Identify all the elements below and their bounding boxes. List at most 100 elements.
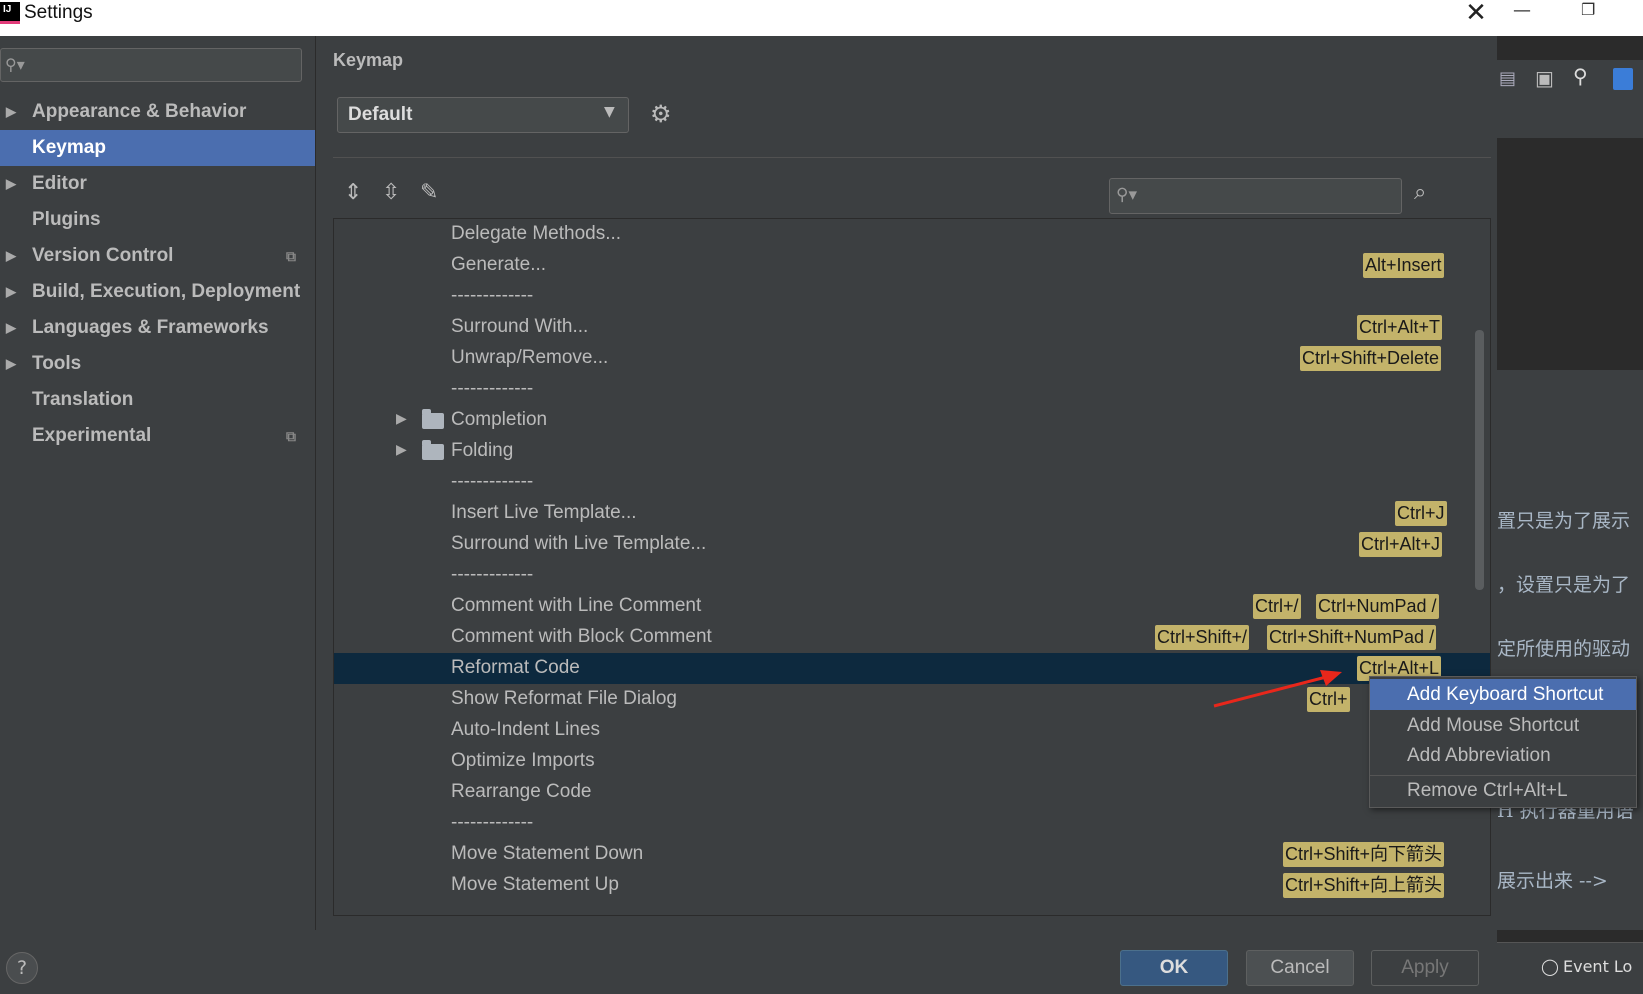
keymap-select[interactable]: Default ▼ <box>337 97 629 133</box>
context-menu: Add Keyboard Shortcut Add Mouse Shortcut… <box>1369 676 1637 808</box>
intellij-logo-icon: IJ <box>0 2 20 24</box>
shortcut-badge: Ctrl+Alt+T <box>1357 315 1443 340</box>
shortcut-badge: Ctrl+NumPad / <box>1316 594 1439 619</box>
expand-arrow-icon: ▶ <box>6 356 16 371</box>
table-row: ------------- <box>451 285 534 306</box>
settings-search-input[interactable]: ⚲▾ <box>0 48 302 82</box>
menu-item-add-mouse-shortcut[interactable]: Add Mouse Shortcut <box>1407 715 1580 736</box>
background-code-area <box>1497 400 1643 930</box>
apply-button[interactable]: Apply <box>1371 950 1479 986</box>
sidebar-item-build-execution-deployment[interactable]: ▶Build, Execution, Deployment <box>0 274 315 310</box>
table-row: ------------- <box>451 812 534 833</box>
search-icon: ⚲▾ <box>1116 185 1137 205</box>
background-code-line: 定所使用的驱动 <box>1497 638 1631 660</box>
table-row[interactable]: Surround with Live Template...Ctrl+Alt+J <box>334 529 1490 560</box>
project-structure-icon[interactable]: ▤ <box>1499 68 1517 89</box>
ok-button[interactable]: OK <box>1120 950 1228 986</box>
menu-item-add-keyboard-shortcut[interactable]: Add Keyboard Shortcut <box>1370 679 1636 710</box>
sidebar-item-version-control[interactable]: ▶Version Control⧉ <box>0 238 315 274</box>
gear-icon[interactable]: ⚙ <box>650 100 672 128</box>
keymap-select-value: Default <box>348 104 413 125</box>
table-row[interactable]: Surround With...Ctrl+Alt+T <box>334 312 1490 343</box>
collapse-all-icon[interactable]: ⇳ <box>382 180 401 205</box>
background-editor <box>1497 138 1643 368</box>
menu-item-remove-shortcut[interactable]: Remove Ctrl+Alt+L <box>1407 780 1568 801</box>
tree-scrollbar[interactable] <box>1475 330 1484 590</box>
expand-arrow-icon: ▶ <box>6 176 16 191</box>
table-row[interactable]: ▶Folding <box>396 440 514 461</box>
shortcut-badge: Ctrl+ <box>1307 687 1350 712</box>
table-row: ------------- <box>451 564 534 585</box>
sidebar-item-appearance-behavior[interactable]: ▶Appearance & Behavior <box>0 94 315 130</box>
table-row: ------------- <box>451 471 534 492</box>
menu-item-add-abbreviation[interactable]: Add Abbreviation <box>1407 745 1551 766</box>
project-level-icon: ⧉ <box>286 428 296 444</box>
expand-all-icon[interactable]: ⇕ <box>344 180 363 205</box>
menu-divider <box>1370 775 1636 776</box>
shortcut-badge: Ctrl+Shift+NumPad / <box>1267 625 1437 650</box>
keymap-action-tree: Delegate Methods... Generate...Alt+Inser… <box>333 218 1491 916</box>
background-code-line: 展示出来 --> <box>1497 870 1608 892</box>
background-code-line: ，设置只是为了 <box>1497 574 1631 596</box>
expand-arrow-icon: ▶ <box>6 320 16 335</box>
project-level-icon: ⧉ <box>286 248 296 264</box>
table-row[interactable]: Auto-Indent Lines <box>451 719 600 740</box>
expand-arrow-icon: ▶ <box>6 104 16 119</box>
title-bar: IJ Settings ✕ <box>0 0 1497 36</box>
sidebar-item-languages-frameworks[interactable]: ▶Languages & Frameworks <box>0 310 315 346</box>
table-row[interactable]: ▶Completion <box>396 409 548 430</box>
window-title: Settings <box>24 2 93 23</box>
expand-arrow-icon[interactable]: ▶ <box>396 411 407 427</box>
search-icon: ⚲▾ <box>5 55 25 74</box>
expand-arrow-icon[interactable]: ▶ <box>396 442 407 458</box>
shortcut-badge: Ctrl+Shift+/ <box>1155 625 1250 650</box>
chevron-down-icon: ▼ <box>604 104 615 120</box>
table-row[interactable]: Delegate Methods... <box>451 223 622 244</box>
divider <box>333 157 1491 158</box>
close-button[interactable]: ✕ <box>1465 0 1487 28</box>
sidebar-item-plugins[interactable]: Plugins <box>32 209 101 230</box>
shortcut-badge: Ctrl+Alt+J <box>1359 532 1443 557</box>
expand-arrow-icon: ▶ <box>6 248 16 263</box>
cancel-button[interactable]: Cancel <box>1246 950 1354 986</box>
background-toolbar: ▤ ▣ ⚲ <box>1497 60 1643 100</box>
shortcut-badge: Ctrl+/ <box>1253 594 1301 619</box>
shortcut-badge: Ctrl+Shift+向上箭头 <box>1283 873 1445 898</box>
table-row[interactable]: Optimize Imports <box>451 750 595 771</box>
table-row[interactable]: Insert Live Template...Ctrl+J <box>334 498 1490 529</box>
edit-pencil-icon[interactable]: ✎ <box>420 180 439 205</box>
sidebar-item-experimental[interactable]: Experimental⧉ <box>0 418 315 454</box>
table-row[interactable]: Unwrap/Remove...Ctrl+Shift+Delete <box>334 343 1490 374</box>
shortcut-badge: Alt+Insert <box>1363 253 1444 278</box>
action-search-input[interactable]: ⚲▾ <box>1109 178 1402 214</box>
help-button[interactable]: ? <box>6 952 38 984</box>
folder-icon <box>422 440 444 460</box>
page-title: Keymap <box>333 50 404 70</box>
event-log-icon: ◯ <box>1541 957 1559 976</box>
shortcut-badge: Ctrl+J <box>1395 501 1447 526</box>
terminal-icon[interactable]: ▣ <box>1535 66 1554 90</box>
background-code-line: 置只是为了展示 <box>1497 510 1631 532</box>
background-status-bar: ◯ Event Lo <box>1497 942 1643 994</box>
event-log-label[interactable]: Event Lo <box>1563 957 1633 976</box>
sidebar-item-tools[interactable]: ▶Tools <box>0 346 315 382</box>
sidebar-item-editor[interactable]: ▶Editor <box>0 166 315 202</box>
table-row[interactable]: Rearrange Code <box>451 781 592 802</box>
folder-icon <box>422 409 444 429</box>
translate-icon[interactable] <box>1613 68 1633 90</box>
shortcut-badge: Ctrl+Shift+Delete <box>1300 346 1442 371</box>
sidebar-item-translation[interactable]: Translation <box>32 389 134 410</box>
sidebar-item-keymap[interactable]: Keymap <box>0 130 315 166</box>
restore-icon[interactable]: ❐ <box>1581 0 1596 19</box>
minimize-icon[interactable]: — <box>1513 0 1531 21</box>
settings-sidebar: ⚲▾ ▶Appearance & Behavior Keymap ▶Editor… <box>0 36 316 930</box>
table-row[interactable]: Generate...Alt+Insert <box>334 250 1490 281</box>
find-by-shortcut-icon[interactable]: ⌕ <box>1414 180 1427 205</box>
search-icon[interactable]: ⚲ <box>1573 64 1588 88</box>
